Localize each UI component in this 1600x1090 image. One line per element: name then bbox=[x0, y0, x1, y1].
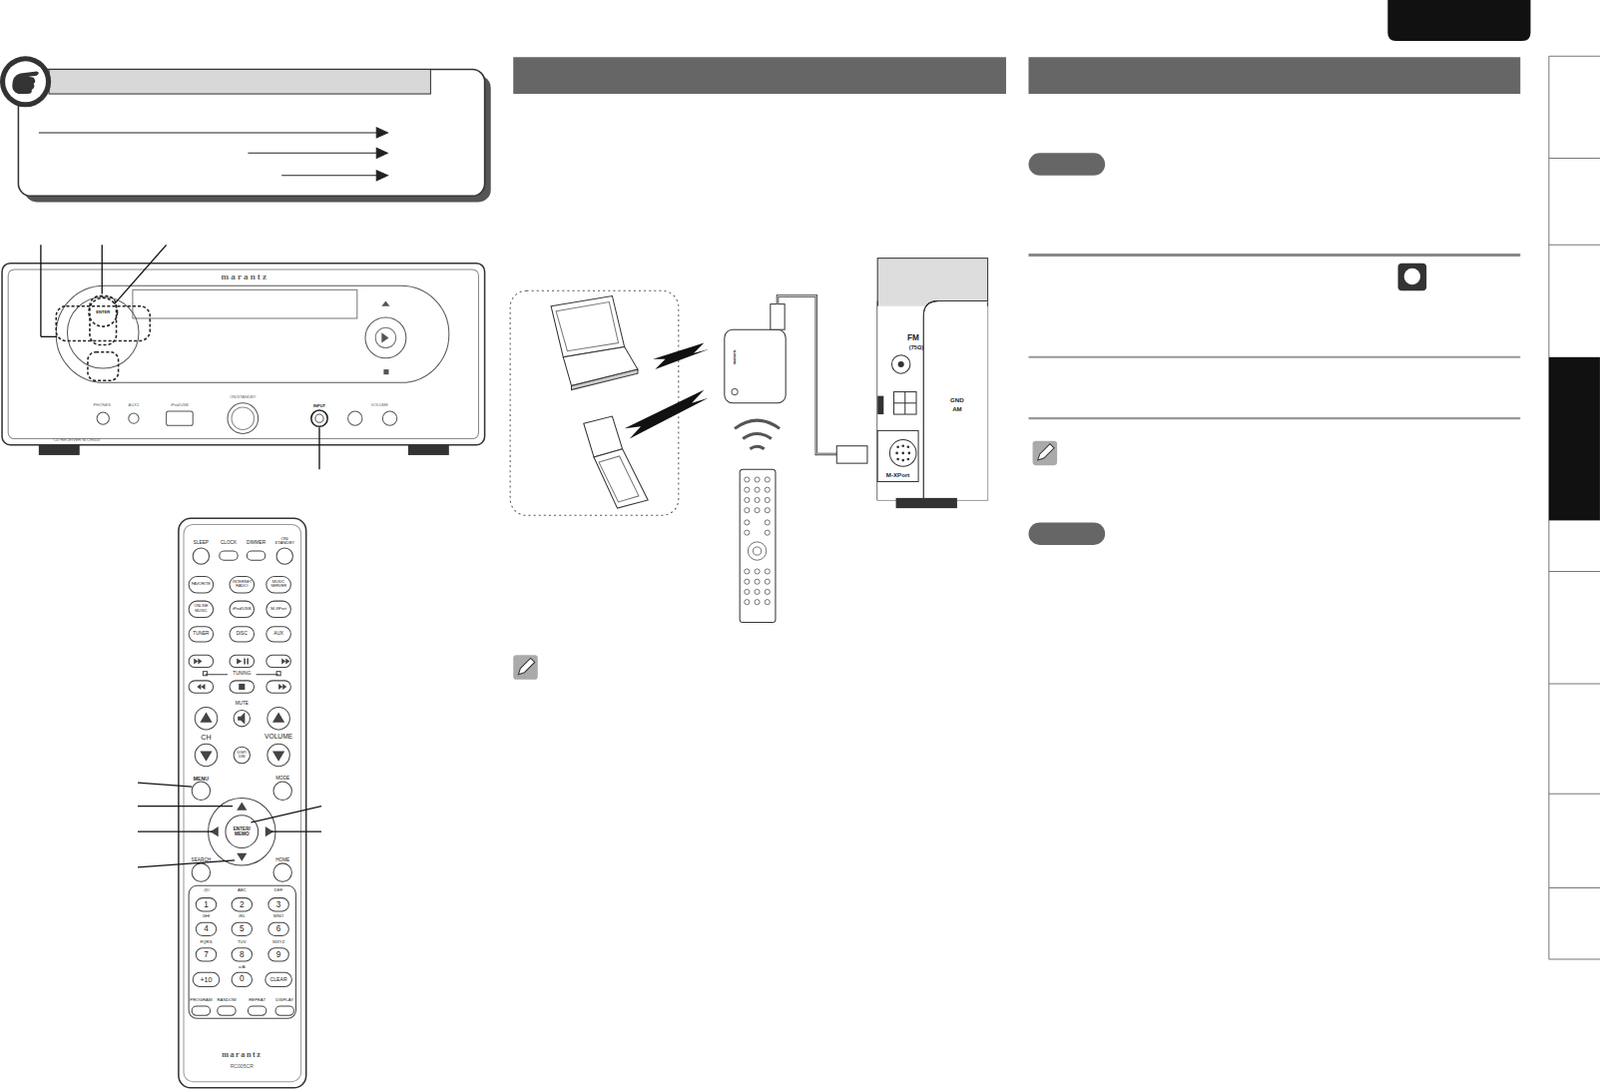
panel-label: GND bbox=[950, 397, 965, 404]
panel-label: ON/STANDBY bbox=[229, 395, 256, 400]
remote-button-label: MUTE bbox=[235, 701, 249, 707]
panel-label: M-XPort bbox=[886, 472, 911, 479]
remote-button-label: M-XPort bbox=[270, 606, 287, 611]
remote-button-label: REPEAT bbox=[248, 998, 266, 1003]
remote-button-label: CLOCK bbox=[220, 540, 237, 546]
remote-button-label: MUSIC SERVER bbox=[269, 580, 288, 589]
remote-button-label: +10 bbox=[199, 976, 212, 984]
remote-button-label: DISPLAY bbox=[275, 998, 294, 1003]
remote-button-label: RANDOM bbox=[216, 998, 236, 1003]
panel-label: PHONES bbox=[93, 403, 111, 408]
remote-button-label: marantz bbox=[221, 1051, 262, 1060]
remote-button-label: SEARCH bbox=[191, 857, 212, 863]
remote-button-label: MENU bbox=[193, 775, 209, 781]
remote-button-label: 1 bbox=[203, 901, 209, 910]
remote-button-label: MNO bbox=[273, 914, 284, 919]
panel-label: (75Ω) bbox=[909, 345, 925, 352]
remote-button-label: SLEEP bbox=[193, 540, 209, 546]
remote-button-label: CLEAR bbox=[270, 977, 288, 983]
remote-button-label: a/A bbox=[238, 965, 245, 970]
remote-button-label: 7 bbox=[203, 951, 209, 960]
remote-button-label: JKL bbox=[238, 914, 246, 919]
panel-label: AM bbox=[952, 406, 963, 413]
remote-button-label: WXYZ bbox=[272, 939, 285, 944]
remote-button-label: FAVORITE bbox=[191, 582, 211, 587]
panel-label: INPUT bbox=[313, 404, 326, 409]
remote-button-label: 0 bbox=[239, 975, 245, 984]
remote-button-label: 9 bbox=[276, 951, 282, 960]
remote-button-label: DEF bbox=[274, 888, 284, 893]
remote-button-label: ENTER/ MEMO bbox=[230, 826, 253, 836]
remote-button-label: 3 bbox=[276, 901, 282, 910]
remote-button-label: ABC bbox=[237, 888, 247, 893]
remote-button-label: PROGRAM bbox=[189, 998, 212, 1003]
remote-button-label: GHI bbox=[202, 914, 211, 919]
remote-button-label: ON/ STANDBY bbox=[273, 536, 296, 546]
panel-label: CD RECEIVER M-CR603 bbox=[52, 438, 100, 443]
remote-button-label: iPod/USB bbox=[232, 606, 252, 611]
remote-button-label: MODE bbox=[275, 776, 290, 782]
remote-button-label: 4 bbox=[203, 925, 209, 934]
remote-button-label: HOME bbox=[275, 857, 290, 863]
remote-button-label: 6 bbox=[276, 925, 282, 934]
remote-button-label: 5 bbox=[239, 925, 245, 934]
remote-button-label: TUNING bbox=[232, 671, 251, 677]
remote-button-label: DISP/ DIM bbox=[235, 751, 248, 759]
panel-label: iPod/USB bbox=[170, 403, 189, 408]
remote-button-label: PQRS bbox=[199, 939, 212, 944]
remote-button-label: VOLUME bbox=[264, 733, 293, 741]
remote-button-label: 8 bbox=[239, 951, 245, 960]
panel-label: ENTER bbox=[95, 310, 110, 315]
panel-label: FM bbox=[907, 334, 920, 343]
remote-button-label: .@/ bbox=[202, 888, 210, 893]
remote-button-label: DIMMER bbox=[246, 540, 266, 546]
remote-button-label: 2 bbox=[239, 901, 245, 910]
panel-label: VOLUME bbox=[371, 403, 389, 408]
panel-label: AUX1 bbox=[128, 403, 140, 408]
panel-label: marantz bbox=[221, 271, 270, 281]
panel-label: marantz bbox=[732, 349, 737, 365]
remote-button-label: RC005CR bbox=[230, 1064, 254, 1069]
remote-button-label: TUV bbox=[237, 939, 247, 944]
remote-button-label: CH bbox=[200, 733, 211, 741]
remote-button-label: ONLINE MUSIC bbox=[191, 604, 210, 613]
remote-button-label: INTERNET RADIO bbox=[232, 580, 251, 589]
remote-button-label: DISC bbox=[236, 631, 248, 637]
remote-button-label: AUX bbox=[273, 631, 284, 637]
remote-button-label: TUNER bbox=[192, 631, 209, 637]
